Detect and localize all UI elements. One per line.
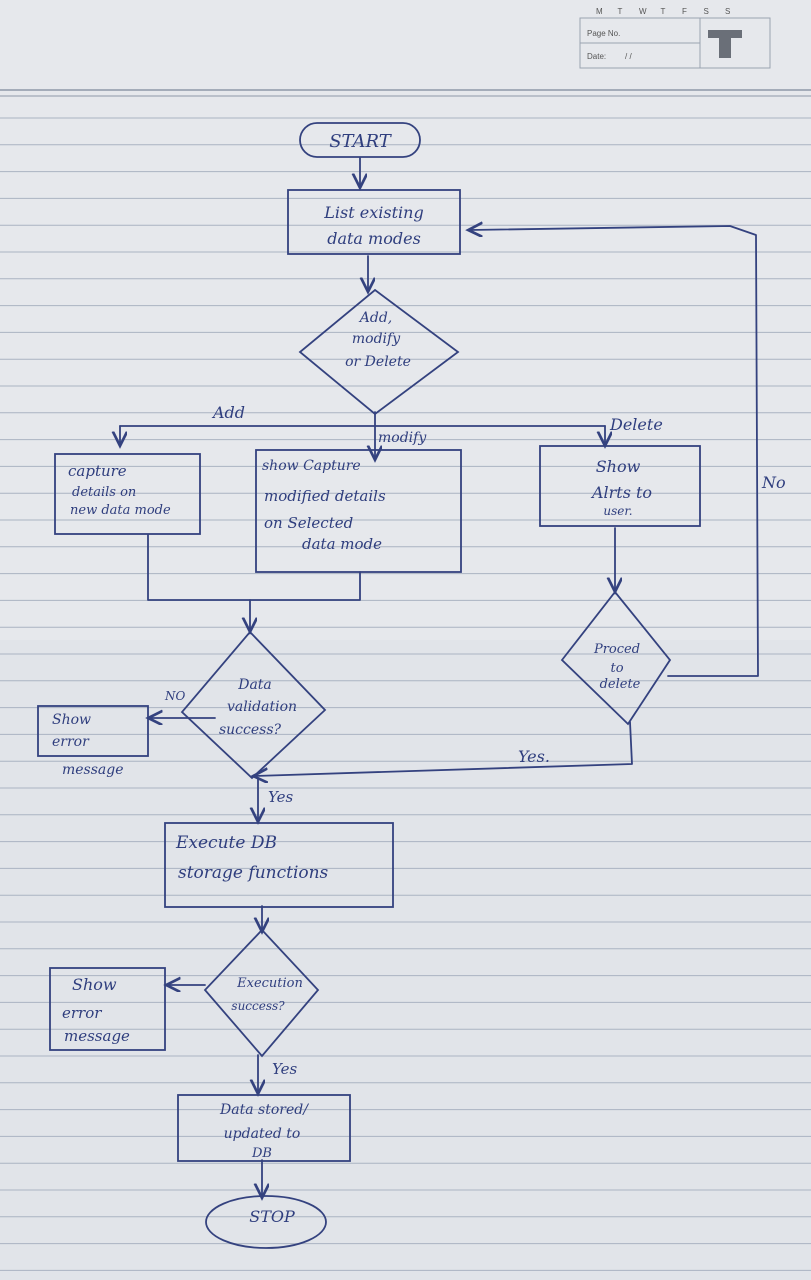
show-alerts-line-3: user. [603, 504, 632, 518]
error2-line-1: Show [72, 975, 117, 994]
page-no-label: Page No. [587, 29, 620, 38]
error2-line-3: message [64, 1027, 130, 1045]
label-delete: Delete [609, 415, 663, 434]
label-yes-delete: Yes. [518, 747, 550, 766]
stored-line-1: Data stored/ [219, 1102, 309, 1118]
capture-new-line-1: capture [68, 462, 127, 480]
weekday-3: T [661, 7, 666, 16]
stored-line-2: updated to [224, 1126, 301, 1142]
error1-line-2: error [52, 734, 90, 750]
list-existing-line-2: data modes [327, 229, 421, 248]
edge-labels: Add modify Delete No NO Yes Yes. Yes [164, 403, 786, 1078]
data-validation-decision: Data validation success? [180, 630, 327, 780]
error1-line-1: Show [52, 712, 91, 728]
show-error-process-2: Show error message [49, 967, 166, 1051]
error2-line-2: error [62, 1004, 102, 1022]
label-yes-validation: Yes [268, 788, 293, 806]
add-modify-delete-decision: Add, modify or Delete [298, 288, 460, 416]
capture-new-process: capture details on new data mode [54, 453, 201, 535]
ruled-lines [0, 117, 811, 1271]
execute-line-1: Execute DB [175, 833, 277, 853]
start-terminal: START [299, 122, 421, 158]
execute-db-process: Execute DB storage functions [164, 822, 394, 908]
page-header: M T W T F S S Page No. Date: / / [579, 7, 771, 69]
list-existing-line-1: List existing [323, 203, 423, 222]
label-add: Add [211, 403, 245, 422]
validation-line-2: validation [227, 699, 297, 715]
execution-line-1: Execution [236, 976, 303, 991]
proceed-line-3: delete [600, 677, 641, 692]
decision-amd-line-1: Add, [358, 310, 392, 326]
proceed-line-2: to [610, 661, 623, 676]
stop-label: STOP [249, 1207, 295, 1226]
stored-line-3: DB [251, 1146, 272, 1161]
execute-line-2: storage functions [178, 863, 329, 883]
flow-edges [120, 157, 759, 1196]
capture-new-line-2: details on [72, 485, 136, 500]
show-error-process-1: Show error message [37, 705, 149, 778]
weekday-6: S [725, 7, 730, 16]
weekday-4: F [682, 7, 687, 16]
capture-modified-line-2: modified details [264, 487, 386, 505]
weekday-0: M [596, 7, 603, 16]
error1-line-3: message [62, 762, 124, 778]
label-yes-execution: Yes [272, 1060, 297, 1078]
brand-logo [708, 30, 742, 58]
stop-terminal: STOP [205, 1195, 327, 1249]
capture-new-line-3: new data mode [70, 503, 171, 518]
proceed-delete-decision: Proced to delete [560, 590, 672, 726]
start-label: START [329, 131, 393, 152]
data-stored-process: Data stored/ updated to DB [177, 1094, 351, 1162]
execution-line-2: success? [231, 999, 285, 1013]
weekday-1: T [618, 7, 623, 16]
show-alerts-line-1: Show [596, 457, 641, 476]
capture-modified-line-4: data mode [302, 535, 382, 553]
list-existing-process: List existing data modes [287, 189, 461, 255]
label-modify: modify [378, 430, 427, 446]
date-label: Date: [587, 52, 606, 61]
weekday-2: W [639, 7, 647, 16]
capture-modified-line-1: show Capture [262, 458, 361, 474]
decision-amd-line-2: modify [352, 331, 401, 347]
label-no-validation: NO [164, 689, 186, 703]
capture-modified-process: show Capture modified details on Selecte… [255, 449, 462, 573]
label-no-loop: No [761, 473, 786, 492]
capture-modified-line-3: on Selected [264, 514, 353, 532]
proceed-line-1: Proced [593, 642, 640, 657]
weekday-5: S [704, 7, 709, 16]
validation-line-3: success? [219, 722, 282, 738]
validation-line-1: Data [237, 677, 272, 693]
date-value: / / [625, 52, 632, 61]
show-alerts-line-2: Alrts to [590, 483, 652, 502]
execution-decision: Execution success? [203, 928, 320, 1058]
show-alerts-process: Show Alrts to user. [539, 445, 701, 527]
decision-amd-line-3: or Delete [345, 354, 411, 370]
